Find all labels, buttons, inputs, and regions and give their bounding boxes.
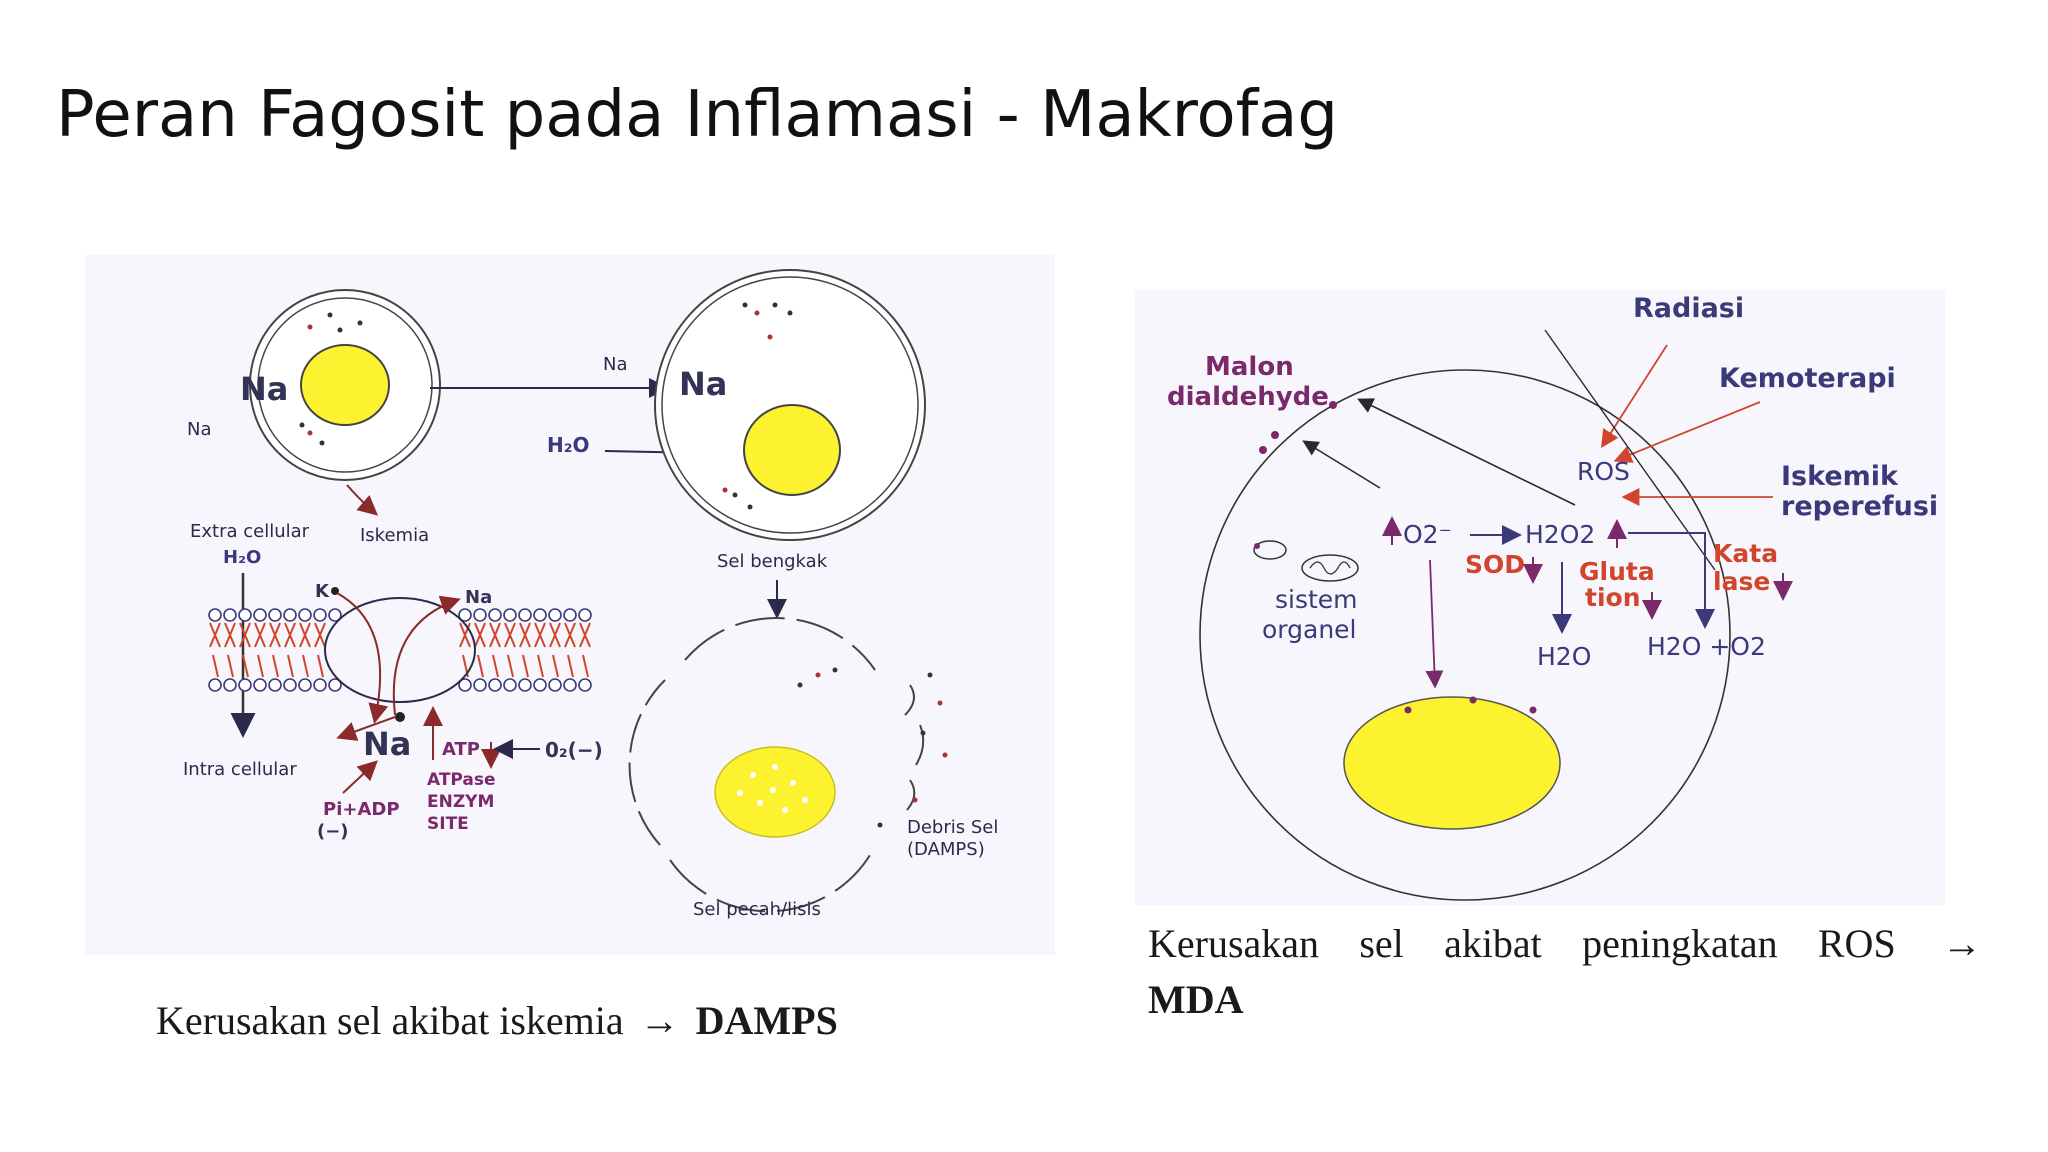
caption-ischemia-bold: DAMPS: [695, 998, 838, 1043]
slide-title: Peran Fagosit pada Inflamasi - Makrofag: [56, 78, 1339, 152]
sel-pecah-label: Sel pecah/lisis: [693, 899, 821, 920]
swollen-cell-nucleus: [743, 404, 841, 496]
extra-cellular-label: Extra cellular: [190, 521, 310, 542]
kata-label: Kata: [1713, 539, 1778, 568]
lipid-bilayer: [208, 608, 592, 692]
o2-to-nucleus-arrow: [1425, 559, 1444, 689]
radiasi-arrow: [1601, 344, 1668, 449]
minus-label: (−): [317, 821, 349, 842]
gluta-label: Gluta: [1579, 557, 1655, 586]
dialdehyde-label: dialdehyde: [1167, 382, 1329, 412]
ischemia-diagram: Na Na Na H₂O Na Sel bengkak Iskemia Extr…: [85, 255, 1055, 955]
lysed-cell: [628, 617, 948, 913]
na-label-arrow: Na: [603, 354, 628, 375]
iskemia-arrow: [346, 484, 379, 516]
caption-ros: Kerusakan sel akibat peningkatan ROS → M…: [1148, 916, 1988, 1028]
pi-adp-label: Pi+ADP: [323, 799, 400, 820]
kemoterapi-arrow: [1613, 401, 1761, 463]
na-label-pump: Na: [363, 725, 411, 763]
caption-arrow-icon: →: [1942, 921, 1982, 966]
na-label-normal-cell: Na: [240, 370, 288, 408]
na-membrane-label: Na: [465, 587, 492, 608]
ros-label: ROS: [1577, 457, 1630, 486]
normal-cell-nucleus: [300, 344, 390, 426]
sistem-label: sistem: [1275, 585, 1358, 614]
caption-arrow-icon: →: [639, 998, 680, 1043]
pi-adp-arrow: [342, 760, 378, 794]
ros-line: [1544, 329, 1716, 571]
o2-label: 0₂(−): [545, 738, 603, 762]
enzym-label: ENZYM: [427, 792, 494, 812]
na-k-pump: [324, 597, 476, 703]
swollen-cell: Na: [654, 269, 926, 541]
caption-ros-bold: MDA: [1148, 977, 1244, 1022]
k-arrow: [336, 592, 389, 724]
o2-to-mda-arrow: [1302, 440, 1381, 489]
h2o2-label: H2O2: [1525, 520, 1595, 549]
na-label-swollen-cell: Na: [679, 365, 727, 403]
malon-label: Malon: [1205, 352, 1294, 382]
na-label-outside-normal: Na: [187, 419, 212, 440]
mitochondria-icon: [1301, 554, 1359, 582]
h2o-label-arrow: H₂O: [547, 433, 590, 457]
cell-nucleus: [1343, 696, 1561, 830]
na-in-arrow: [336, 716, 396, 741]
na-out-arrow: [392, 595, 461, 716]
atpase-label: ATPase: [427, 770, 496, 790]
sod-label: SOD: [1465, 550, 1525, 579]
cell-membrane: [1199, 369, 1731, 901]
ros-diagram-svg: Radiasi Kemoterapi Iskemik reperefusi RO…: [1167, 293, 1938, 901]
site-label: SITE: [427, 814, 469, 834]
organel-label: organel: [1262, 615, 1357, 644]
ischemia-diagram-svg: Na Na Na H₂O Na Sel bengkak Iskemia Extr…: [183, 269, 998, 920]
h2o2-to-mda-arrow: [1357, 398, 1576, 506]
kemoterapi-label: Kemoterapi: [1719, 363, 1896, 394]
damps-paren-label: (DAMPS): [907, 839, 985, 860]
h2o-label: H2O: [1537, 642, 1591, 671]
radiasi-label: Radiasi: [1633, 293, 1744, 324]
o2-radical-label: O2⁻: [1403, 520, 1452, 549]
ros-diagram: Radiasi Kemoterapi Iskemik reperefusi RO…: [1135, 290, 1945, 905]
iskemik-label: Iskemik: [1781, 461, 1899, 492]
debris-sel-label: Debris Sel: [907, 817, 998, 838]
k-label: K: [315, 581, 330, 602]
normal-cell: Na Na: [187, 289, 441, 481]
tion-label: tion: [1585, 583, 1641, 612]
h2o-o2-label: H2O +O2: [1647, 632, 1766, 661]
caption-ischemia: Kerusakan sel akibat iskemia → DAMPS: [156, 993, 838, 1049]
organelle-icons: [1253, 540, 1359, 582]
caption-ischemia-text: Kerusakan sel akibat iskemia: [156, 998, 624, 1043]
h2o2-to-h2o-o2-arrow: [1628, 532, 1715, 629]
reperefusi-label: reperefusi: [1781, 491, 1938, 522]
sel-bengkak-label: Sel bengkak: [717, 551, 828, 572]
caption-ros-text: Kerusakan sel akibat peningkatan ROS: [1148, 921, 1896, 966]
h2o-membrane-label: H₂O: [223, 547, 261, 568]
iskemia-label: Iskemia: [360, 525, 429, 546]
lase-label: lase: [1713, 567, 1770, 596]
intra-cellular-label: Intra cellular: [183, 759, 297, 780]
atp-label: ATP: [442, 739, 480, 760]
